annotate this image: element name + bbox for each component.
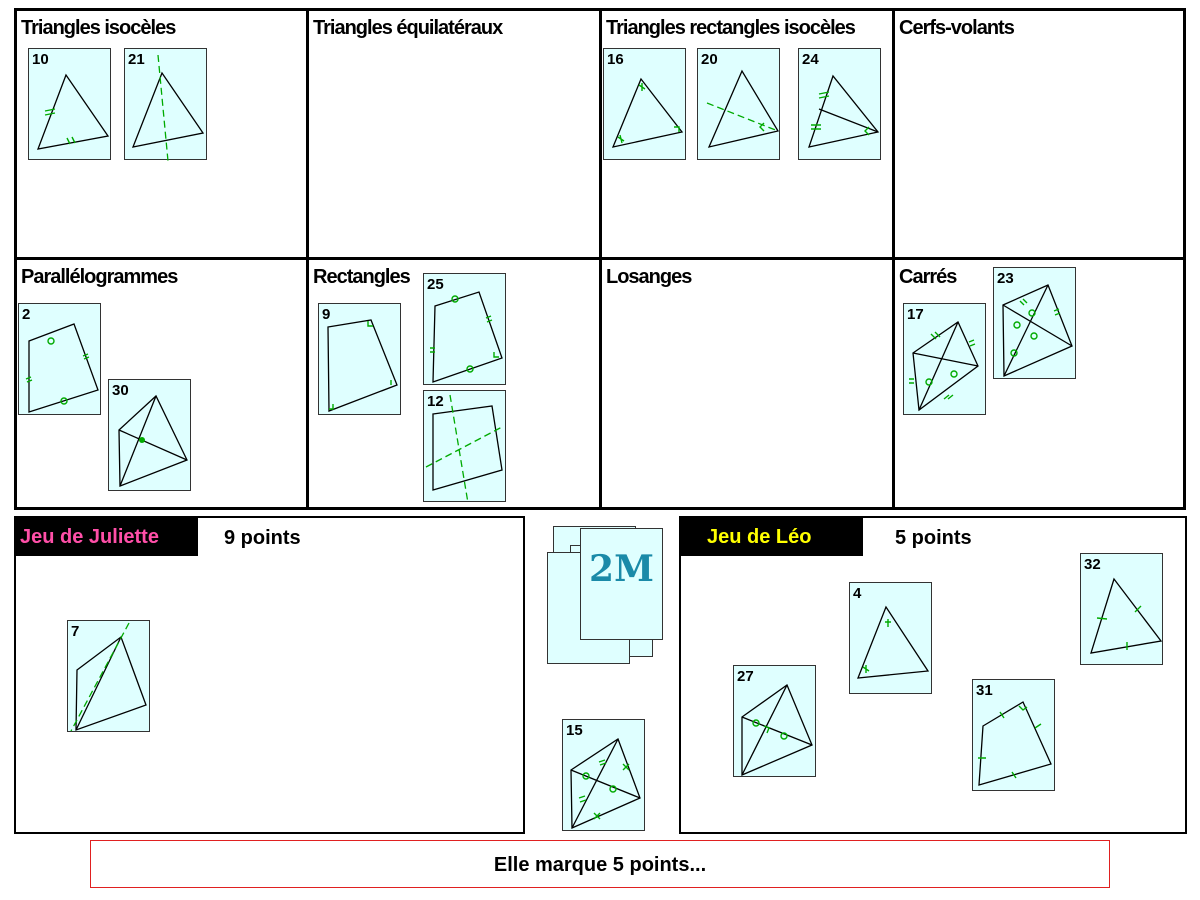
card-number: 10	[32, 51, 49, 68]
status-message: Elle marque 5 points...	[90, 840, 1110, 888]
leo-score: 5 points	[895, 527, 972, 549]
category-squares[interactable]: Carrés	[892, 257, 1186, 510]
card-number: 27	[737, 668, 754, 685]
card-27[interactable]: 27	[733, 665, 816, 777]
card-number: 7	[71, 623, 80, 640]
card-2[interactable]: 2	[18, 303, 101, 415]
card-23[interactable]: 23	[993, 267, 1076, 379]
card-back-top[interactable]: 2M	[580, 528, 663, 640]
card-24[interactable]: 24	[798, 48, 881, 160]
card-21[interactable]: 21	[124, 48, 207, 162]
juliette-score: 9 points	[224, 527, 301, 549]
card-number: 23	[997, 270, 1014, 287]
card-12[interactable]: 12	[423, 390, 506, 504]
card-number: 17	[907, 306, 924, 323]
card-number: 30	[112, 382, 129, 399]
category-title: Triangles isocèles	[21, 17, 176, 39]
category-equilateral[interactable]: Triangles équilatéraux	[306, 8, 602, 260]
card-25[interactable]: 25	[423, 273, 506, 385]
card-number: 15	[566, 722, 583, 739]
card-17[interactable]: 17	[903, 303, 986, 415]
card-number: 32	[1084, 556, 1101, 573]
card-number: 24	[802, 51, 819, 68]
card-number: 25	[427, 276, 444, 293]
category-title: Cerfs-volants	[899, 17, 1015, 39]
category-title: Triangles rectangles isocèles	[606, 17, 856, 39]
card-31[interactable]: 31	[972, 679, 1055, 791]
category-title: Triangles équilatéraux	[313, 17, 503, 39]
card-number: 16	[607, 51, 624, 68]
card-number: 4	[853, 585, 862, 602]
card-number: 2	[22, 306, 31, 323]
juliette-panel: Jeu de Juliette 9 points	[14, 516, 525, 834]
category-rhombuses[interactable]: Losanges	[599, 257, 895, 510]
leo-panel: Jeu de Léo 5 points	[679, 516, 1187, 834]
card-16[interactable]: 16	[603, 48, 686, 160]
card-number: 21	[128, 51, 145, 68]
card-4[interactable]: 4	[849, 582, 932, 694]
card-number: 12	[427, 393, 444, 410]
card-15[interactable]: 15	[562, 719, 645, 831]
deck-logo: 2M	[589, 548, 654, 590]
card-7[interactable]: 7	[67, 620, 150, 732]
leo-name: Jeu de Léo	[681, 518, 863, 556]
card-32[interactable]: 32	[1080, 553, 1163, 665]
category-kites[interactable]: Cerfs-volants	[892, 8, 1186, 260]
card-30[interactable]: 30	[108, 379, 191, 491]
category-title: Rectangles	[313, 266, 411, 288]
category-title: Carrés	[899, 266, 957, 288]
card-9[interactable]: 9	[318, 303, 401, 415]
card-number: 9	[322, 306, 331, 323]
category-title: Parallélogrammes	[21, 266, 178, 288]
juliette-name: Jeu de Juliette	[16, 518, 198, 556]
category-title: Losanges	[606, 266, 692, 288]
card-number: 20	[701, 51, 718, 68]
card-number: 31	[976, 682, 993, 699]
card-20[interactable]: 20	[697, 48, 780, 160]
card-10[interactable]: 10	[28, 48, 111, 160]
